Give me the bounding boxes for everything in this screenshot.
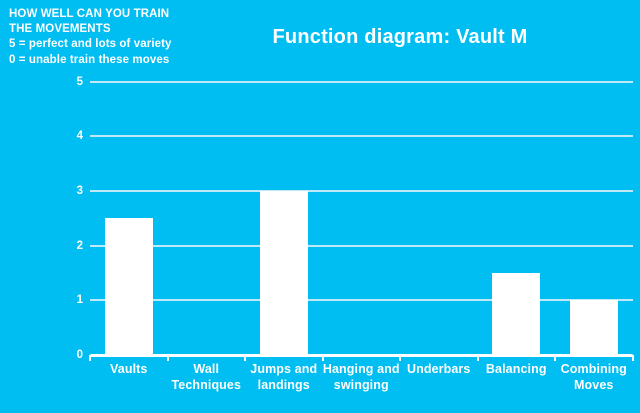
x-axis-line xyxy=(90,354,633,357)
x-label-vaults: Vaults xyxy=(110,362,148,376)
x-axis-tick-7 xyxy=(631,355,634,361)
y-tick-label-3: 3 xyxy=(76,184,83,197)
bar-jumps-and-landings xyxy=(259,190,308,355)
note-line: THE MOVEMENTS xyxy=(9,23,111,36)
chart-note: HOW WELL CAN YOU TRAIN THE MOVEMENTS 5 =… xyxy=(9,7,172,68)
x-label-jumps-and-landings: Jumps and landings xyxy=(250,362,318,392)
x-label-combining-moves: Combining Moves xyxy=(560,362,627,392)
note-line: HOW WELL CAN YOU TRAIN xyxy=(9,8,170,20)
x-axis-tick-1 xyxy=(166,355,169,361)
y-tick-label-0: 0 xyxy=(76,349,83,361)
gridline-1 xyxy=(90,299,633,302)
bar-vaults xyxy=(104,218,153,355)
y-tick-label-5: 5 xyxy=(76,75,83,88)
x-label-underbars: Underbars xyxy=(407,362,471,376)
note-line: 0 = unable train these moves xyxy=(9,53,170,66)
gridline-4 xyxy=(90,135,633,138)
x-label-balancing: Balancing xyxy=(485,362,547,376)
y-tick-label-2: 2 xyxy=(76,239,83,252)
y-tick-label-4: 4 xyxy=(76,130,83,143)
x-axis-tick-5 xyxy=(476,355,479,361)
gridline-3 xyxy=(90,189,633,192)
note-line: 5 = perfect and lots of variety xyxy=(9,38,172,51)
x-axis-tick-2 xyxy=(244,355,246,361)
x-axis-tick-6 xyxy=(554,355,556,361)
x-axis-tick-4 xyxy=(399,355,401,361)
gridline-2 xyxy=(90,244,633,247)
bar-combining-moves xyxy=(569,300,618,355)
y-tick-label-1: 1 xyxy=(76,294,83,307)
x-label-hanging-and-swinging: Hanging and swinging xyxy=(322,362,400,392)
chart-title: Function diagram: Vault M xyxy=(272,26,528,48)
bar-balancing xyxy=(492,272,541,355)
gridline-5 xyxy=(90,80,633,83)
x-axis-tick-3 xyxy=(321,355,324,361)
x-axis-tick-0 xyxy=(89,355,91,361)
x-label-wall-techniques: Wall Techniques xyxy=(171,362,242,392)
